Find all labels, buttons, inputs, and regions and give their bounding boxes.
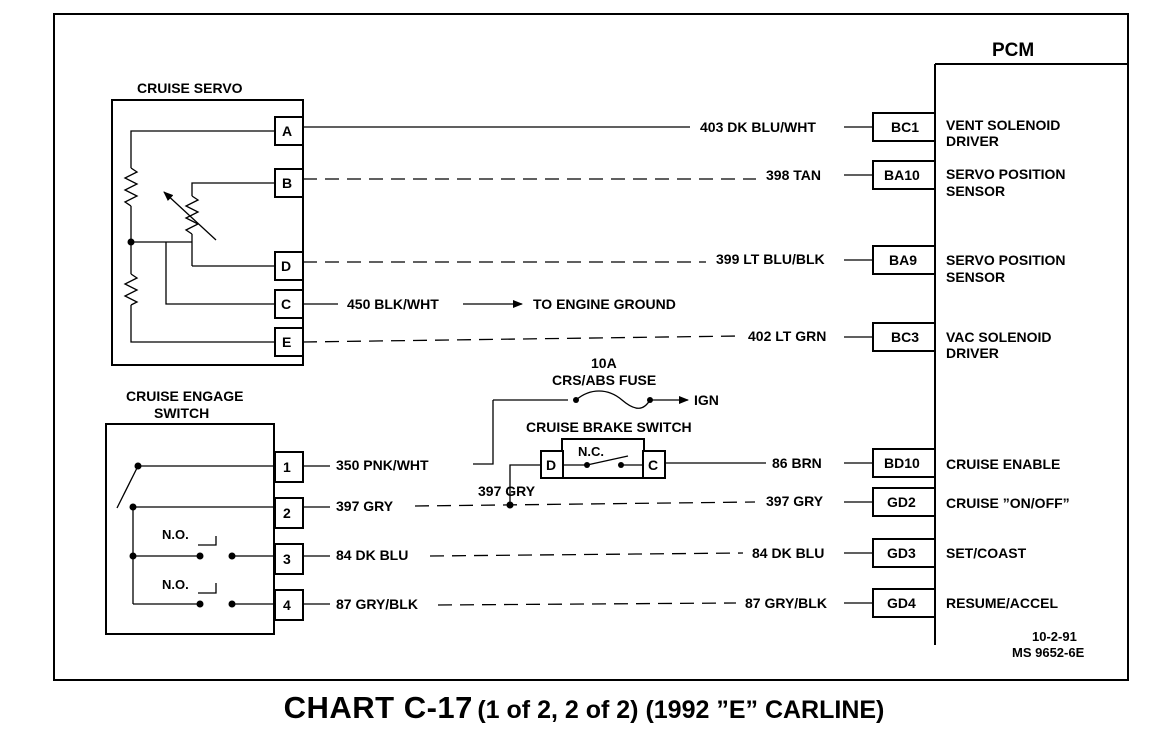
resistor-upper-icon — [123, 167, 139, 207]
cruise-brake-switch: CRUISE BRAKE SWITCH D C N.C. — [526, 419, 692, 479]
servo-pin-b: B — [282, 175, 292, 191]
pcm-fn-4: CRUISE ENABLE — [946, 456, 1060, 472]
wiring-diagram: PCM CRUISE SERVO A B D C E CRUI — [53, 13, 1129, 681]
brake-pin-d: D — [546, 457, 556, 473]
brake-switch-title: CRUISE BRAKE SWITCH — [526, 419, 692, 435]
engage-pin-4: 4 — [283, 597, 291, 613]
pcm-fn-6: SET/COAST — [946, 545, 1027, 561]
wire-84-left-label: 84 DK BLU — [336, 547, 408, 563]
variable-resistor-icon — [184, 195, 200, 235]
wire-397-right-label: 397 GRY — [766, 493, 824, 509]
wire-398-label: 398 TAN — [766, 167, 821, 183]
chart-title-main: CHART C-17 — [283, 690, 473, 725]
pcm-pin-bd10: BD10 — [884, 455, 920, 471]
pushbutton-1-icon — [198, 536, 217, 546]
pcm-fn-7: RESUME/ACCEL — [946, 595, 1058, 611]
servo-pin-e: E — [282, 334, 291, 350]
chart-title: CHART C-17 (1 of 2, 2 of 2) (1992 ”E” CA… — [0, 690, 1168, 726]
wire-397-left-label: 397 GRY — [336, 498, 394, 514]
wire-450-label: 450 BLK/WHT — [347, 296, 439, 312]
fuse-rating: 10A — [591, 355, 617, 371]
wire-397-branch-label: 397 GRY — [478, 483, 536, 499]
engage-switch-blade-icon — [116, 465, 139, 509]
wire-87-left-label: 87 GRY/BLK — [336, 596, 418, 612]
pcm-fn-3-line1: VAC SOLENOID — [946, 329, 1052, 345]
pcm-fn-2-line2: SENSOR — [946, 269, 1005, 285]
wire-350-label: 350 PNK/WHT — [336, 457, 429, 473]
engage-title-line2: SWITCH — [154, 405, 209, 421]
wire-399-label: 399 LT BLU/BLK — [716, 251, 825, 267]
pcm-fn-2-line1: SERVO POSITION — [946, 252, 1066, 268]
wire-84-right-label: 84 DK BLU — [752, 545, 824, 561]
pcm-pin-bc3: BC3 — [891, 329, 919, 345]
pcm-pin-gd4: GD4 — [887, 595, 916, 611]
pcm-title: PCM — [992, 40, 1034, 61]
resistor-lower-icon — [123, 273, 139, 306]
engage-title-line1: CRUISE ENGAGE — [126, 388, 243, 404]
no-label-2: N.O. — [162, 577, 189, 592]
cruise-engage-switch: CRUISE ENGAGE SWITCH 1 2 3 4 N.O. N.O. — [105, 388, 304, 635]
pcm-pin-bc1: BC1 — [891, 119, 919, 135]
brake-switch-blade-icon — [586, 455, 629, 466]
pcm-pins: BC1 VENT SOLENOID DRIVER BA10 SERVO POSI… — [872, 112, 1070, 618]
fuse-circuit: 10A CRS/ABS FUSE IGN — [473, 355, 719, 465]
pushbutton-2-icon — [198, 583, 217, 594]
pcm-fn-0-line1: VENT SOLENOID — [946, 117, 1060, 133]
pcm-pin-gd3: GD3 — [887, 545, 916, 561]
brake-pin-c: C — [648, 457, 658, 473]
engage-pin-3: 3 — [283, 551, 291, 567]
ign-label: IGN — [694, 392, 719, 408]
engage-pin-1: 1 — [283, 459, 291, 475]
wire-403-label: 403 DK BLU/WHT — [700, 119, 816, 135]
revision-date: 10-2-91 — [1032, 629, 1077, 644]
servo-pin-a: A — [282, 123, 292, 139]
pcm-fn-3-line2: DRIVER — [946, 345, 999, 361]
pcm-fn-1-line1: SERVO POSITION — [946, 166, 1066, 182]
engage-pin-2: 2 — [283, 505, 291, 521]
pcm-pin-ba10: BA10 — [884, 167, 920, 183]
wire-87-right-label: 87 GRY/BLK — [745, 595, 827, 611]
pcm-pin-ba9: BA9 — [889, 252, 917, 268]
wire-86-label: 86 BRN — [772, 455, 822, 471]
pcm-pin-gd2: GD2 — [887, 494, 916, 510]
servo-pin-d: D — [281, 258, 291, 274]
pcm-fn-0-line2: DRIVER — [946, 133, 999, 149]
chart-title-sub: (1 of 2, 2 of 2) (1992 ”E” CARLINE) — [477, 696, 885, 724]
no-label-1: N.O. — [162, 527, 189, 542]
servo-pin-c: C — [281, 296, 291, 312]
revision-code: MS 9652-6E — [1012, 645, 1085, 660]
diagram-frame — [53, 13, 1129, 681]
wire-402-label: 402 LT GRN — [748, 328, 826, 344]
fuse-icon — [575, 390, 651, 409]
cruise-servo: CRUISE SERVO A B D C E — [111, 80, 304, 366]
nc-label: N.C. — [578, 444, 604, 459]
to-engine-ground-label: TO ENGINE GROUND — [533, 296, 676, 312]
fuse-name: CRS/ABS FUSE — [552, 372, 656, 388]
pcm-fn-5: CRUISE ”ON/OFF” — [946, 495, 1070, 511]
servo-title: CRUISE SERVO — [137, 80, 243, 96]
pcm-fn-1-line2: SENSOR — [946, 183, 1005, 199]
